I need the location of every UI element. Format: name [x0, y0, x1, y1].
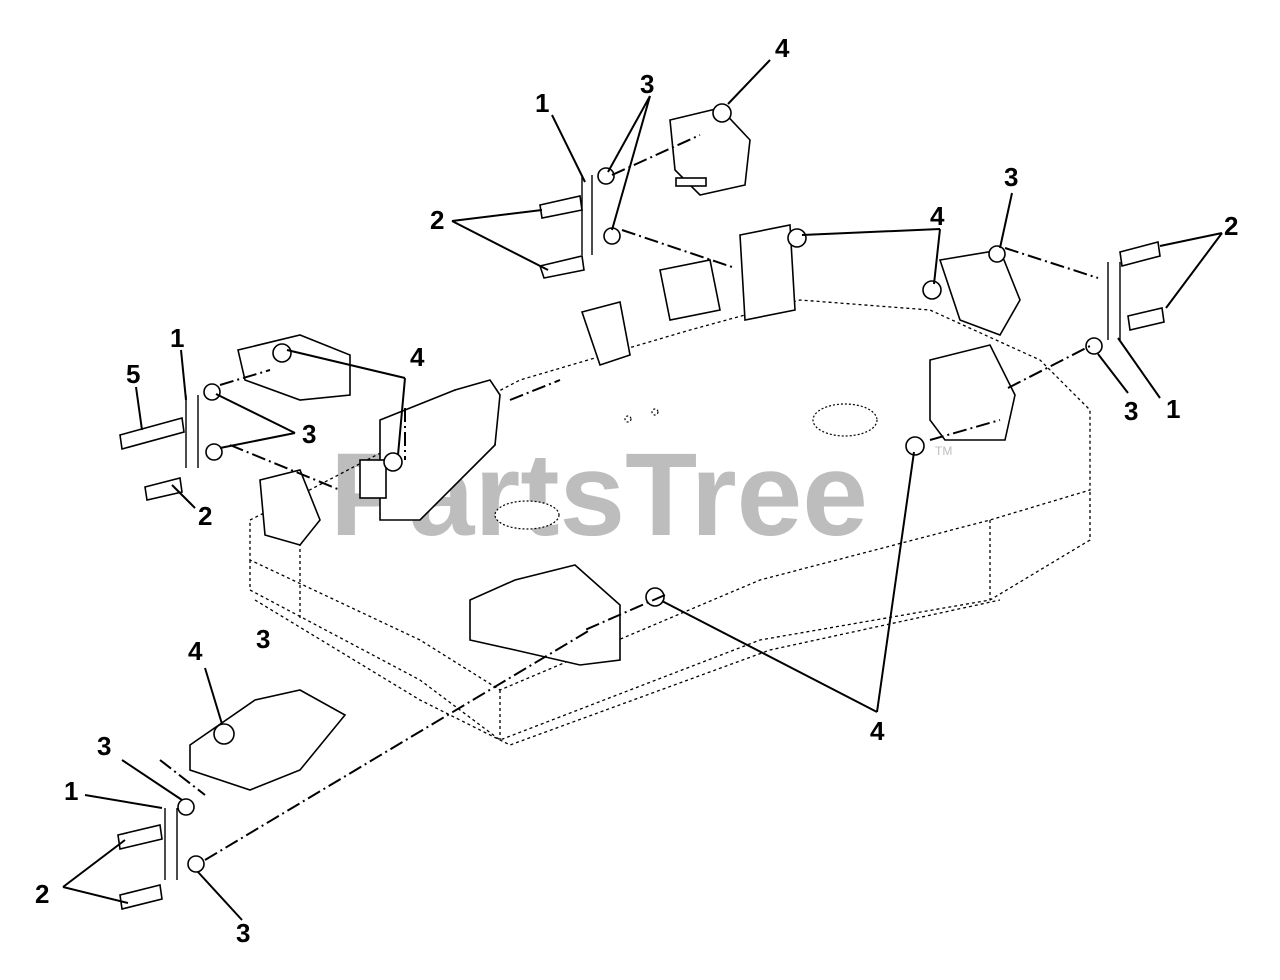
- chain-bottom: [164, 808, 178, 880]
- watermark-trademark: TM: [935, 444, 952, 458]
- nuts: [177, 103, 1103, 873]
- callout-3-top: 3: [640, 69, 654, 99]
- callout-2-bottom: 2: [35, 879, 49, 909]
- callout-1-bottom: 1: [64, 776, 78, 806]
- callout-4-left: 4: [410, 342, 425, 372]
- chain-left: [185, 395, 199, 468]
- callout-2-left: 2: [198, 501, 212, 531]
- callout-2-top: 2: [430, 205, 444, 235]
- callout-3-right-lower: 3: [1124, 396, 1138, 426]
- callouts: 1 3 4 2 3 4 2 1 3 1 5 4 3 2 3 4 4 3 1 2 …: [35, 33, 1238, 948]
- callout-1-left: 1: [170, 323, 184, 353]
- callout-4-front: 4: [870, 716, 885, 746]
- left-hanger-bracket: [237, 334, 351, 401]
- callout-3-bottom-upper: 3: [97, 731, 111, 761]
- callout-4-bottom: 4: [188, 636, 203, 666]
- front-bracket: [469, 564, 621, 666]
- rear-left-bracket: [580, 224, 796, 367]
- bottom-hanger-bracket: [189, 689, 347, 791]
- callout-5-left: 5: [126, 359, 140, 389]
- callout-1-right: 1: [1166, 394, 1180, 424]
- front-left-bracket: [359, 379, 501, 521]
- left-front-bracket: [259, 469, 321, 546]
- callout-3-deck-left: 3: [256, 624, 270, 654]
- top-hanger-bracket: [669, 107, 751, 196]
- chain-right: [1107, 262, 1121, 340]
- rear-right-bracket: [938, 249, 1021, 336]
- callout-3-right-upper: 3: [1004, 162, 1018, 192]
- callout-4-top: 4: [775, 33, 790, 63]
- bolts: [117, 195, 1165, 910]
- callout-3-left: 3: [302, 419, 316, 449]
- chain-top: [581, 175, 593, 255]
- alignment-lines: [159, 134, 1099, 861]
- callout-4-right-upper: 4: [930, 201, 945, 231]
- callout-3-bottom-lower: 3: [236, 918, 250, 948]
- callout-1-top: 1: [535, 88, 549, 118]
- callout-2-right: 2: [1224, 211, 1238, 241]
- leader-lines: [62, 59, 1223, 921]
- right-bracket: [929, 344, 1016, 441]
